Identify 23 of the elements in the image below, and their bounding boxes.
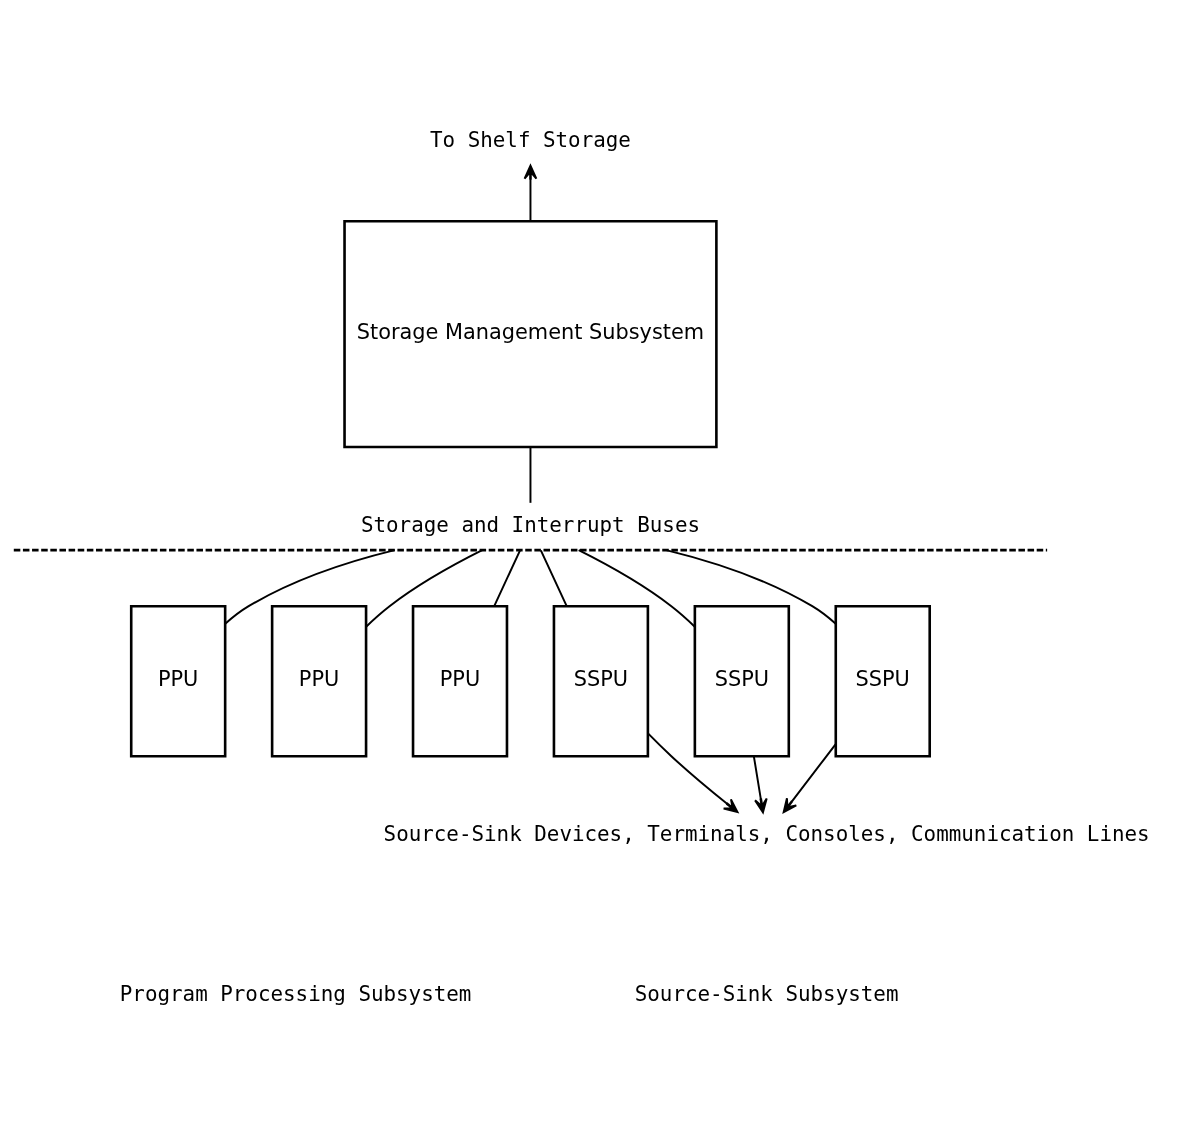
arrow: [647, 732, 739, 814]
connector: [665, 549, 837, 625]
arrow: [752, 755, 768, 814]
label: Program Processing Subsystem: [119, 982, 472, 1007]
node-box: PPU: [129, 604, 227, 758]
connector: [224, 549, 396, 625]
connector: [493, 549, 522, 607]
node-box: SSPU: [834, 604, 931, 758]
node-text: Storage and Interrupt Buses: [360, 512, 700, 537]
connector: [365, 549, 484, 628]
label: Source-Sink Subsystem: [634, 982, 899, 1007]
node-box: SSPU: [552, 604, 650, 758]
node-text: Source-Sink Devices, Terminals, Consoles, Communication Lines: [383, 821, 1150, 846]
connector: [529, 446, 532, 504]
connector: [539, 549, 568, 607]
node-box: SSPU: [693, 604, 791, 758]
node-box: Storage Management Subsystem: [343, 220, 718, 449]
node-box: PPU: [270, 604, 368, 758]
arrow: [782, 743, 837, 814]
arrow: [523, 164, 538, 222]
connector: [577, 549, 696, 628]
node-box: PPU: [411, 604, 509, 758]
node-text: To Shelf Storage: [429, 127, 631, 152]
